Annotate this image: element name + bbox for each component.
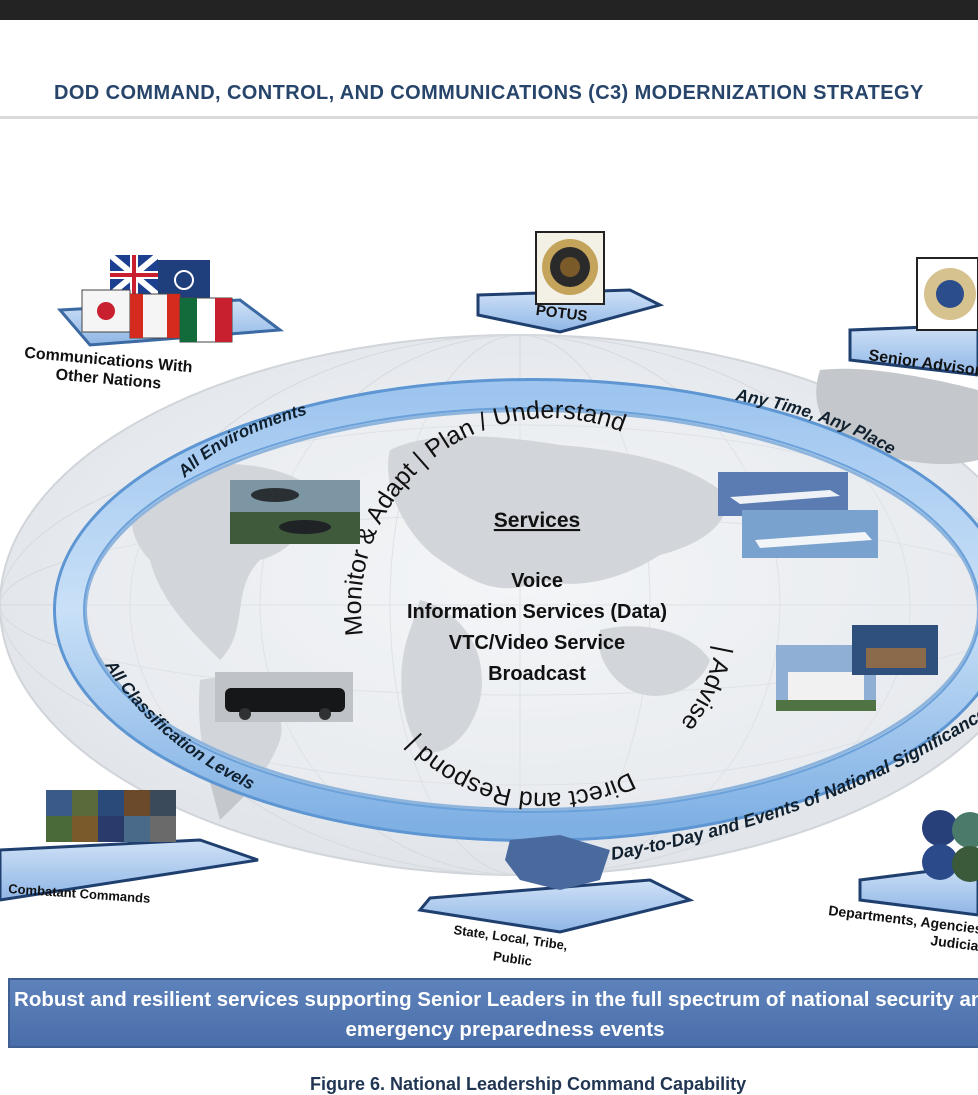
- node-potus: [476, 231, 665, 334]
- summary-banner: Robust and resilient services supporting…: [8, 978, 978, 1048]
- service-information: Information Services (Data): [407, 601, 667, 623]
- services-title: Services: [494, 509, 580, 532]
- service-voice: Voice: [511, 570, 563, 592]
- aircraft-photo: [718, 472, 878, 558]
- service-vtc: VTC/Video Service: [449, 632, 625, 654]
- limousine-photo: [215, 672, 353, 722]
- label-state-local-2: Public: [492, 948, 533, 968]
- banner-line-1: Robust and resilient services supporting…: [14, 988, 978, 1011]
- nlcc-diagram: All Environments Any Time, Any Place All…: [0, 160, 978, 980]
- label-departments-2: Judicial: [930, 932, 978, 954]
- white-house-photo: [776, 625, 938, 711]
- node-senior-advisors: [848, 257, 978, 377]
- figure-caption: Figure 6. National Leadership Command Ca…: [310, 1074, 747, 1094]
- banner-line-2: emergency preparedness events: [345, 1018, 665, 1041]
- diagram-canvas: All Environments Any Time, Any Place All…: [0, 231, 978, 969]
- node-departments: [858, 810, 978, 917]
- service-broadcast: Broadcast: [488, 663, 586, 685]
- node-combatant-commands: [0, 790, 259, 902]
- node-state-local: [417, 835, 695, 934]
- header-rule: [0, 116, 978, 119]
- helicopter-photo: [230, 480, 360, 544]
- node-other-nations: [56, 252, 285, 347]
- document-header: DOD COMMAND, CONTROL, AND COMMUNICATIONS…: [54, 82, 924, 104]
- top-bar: [0, 0, 978, 20]
- label-potus: POTUS: [535, 302, 588, 325]
